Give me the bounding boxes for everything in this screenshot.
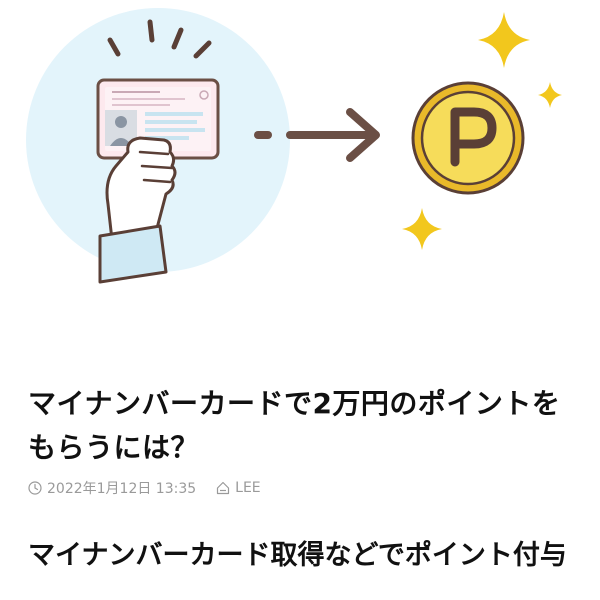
article-meta: 2022年1月12日 13:35 LEE: [28, 478, 261, 498]
arrow-icon: [254, 108, 380, 162]
sparkle-icons: [402, 12, 562, 250]
article-source[interactable]: LEE: [235, 480, 261, 496]
section-heading: マイナンバーカード取得などでポイント付与: [28, 540, 567, 571]
point-coin-icon: [411, 81, 525, 195]
source-tag-icon: [216, 481, 230, 495]
emphasis-lines: [107, 19, 212, 59]
hero-illustration: [26, 8, 562, 284]
hand: [98, 136, 177, 284]
article-date: 2022年1月12日 13:35: [47, 481, 197, 497]
clock-icon: [28, 481, 42, 495]
card-to-points-illustration: [26, 8, 562, 284]
article-title: マイナンバーカードで2万円のポイントをもらうには？: [28, 387, 561, 464]
